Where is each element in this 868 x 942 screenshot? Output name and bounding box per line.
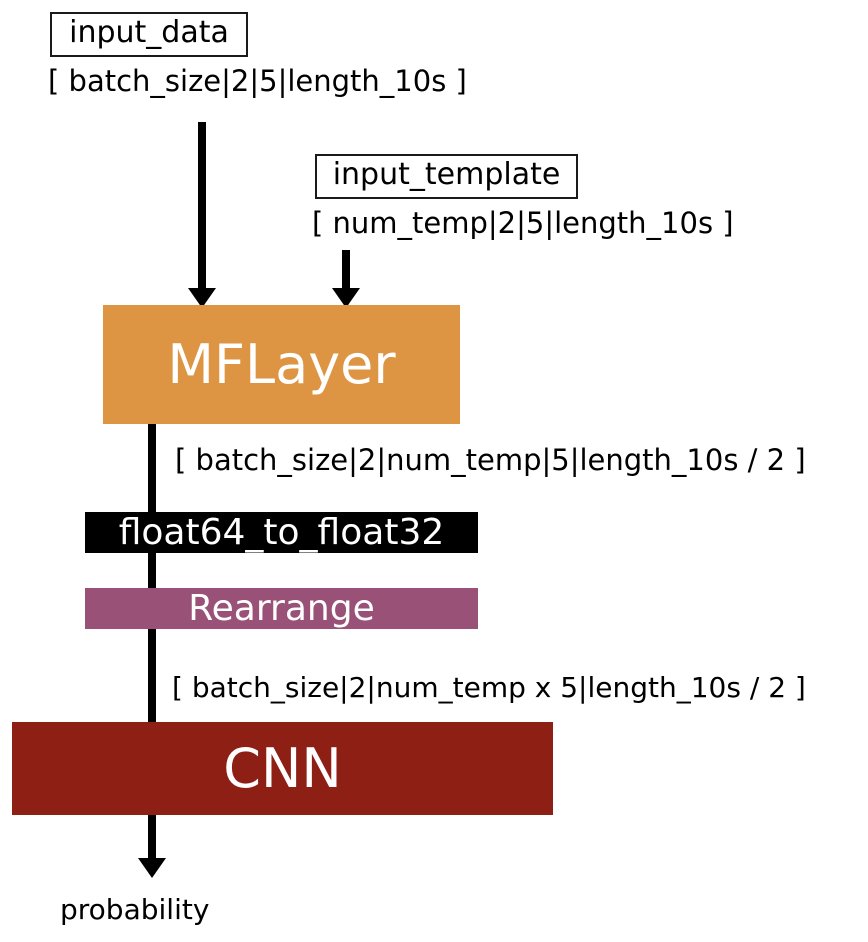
node-input-data[interactable]: input_data [50,12,248,57]
block-rearrange-label: Rearrange [188,588,375,629]
shape-input-data: [ batch_size|2|5|length_10s ] [48,64,467,98]
edge-cnn-to-probability-arrowhead [138,858,166,878]
node-input-template[interactable]: input_template [315,154,578,199]
block-float64-to-float32[interactable]: float64_to_float32 [85,512,478,553]
node-input-data-label: input_data [69,14,229,50]
block-rearrange[interactable]: Rearrange [85,588,478,629]
block-float64-to-float32-label: float64_to_float32 [118,512,445,553]
block-cnn-label: CNN [223,737,342,800]
edge-cast-to-rearrange-line [148,553,156,589]
edge-rearrange-to-cnn-line [148,629,156,723]
block-mflayer[interactable]: MFLayer [103,305,460,424]
node-probability-label: probability [60,893,210,926]
edge-mflayer-to-cast-line [148,424,156,514]
block-cnn[interactable]: CNN [12,722,553,815]
node-input-template-label: input_template [332,156,561,192]
shape-after-rearrange: [ batch_size|2|num_temp x 5|length_10s /… [172,671,806,704]
shape-after-mflayer: [ batch_size|2|num_temp|5|length_10s / 2… [175,443,806,477]
block-mflayer-label: MFLayer [167,333,396,396]
edge-cnn-to-probability-line [148,815,156,867]
shape-input-template: [ num_temp|2|5|length_10s ] [312,206,734,240]
edge-input-data-to-mflayer-line [198,122,206,292]
edge-input-template-to-mflayer-arrowhead [332,288,360,308]
edge-input-data-to-mflayer-arrowhead [188,288,216,308]
edge-input-template-to-mflayer-line [342,250,350,292]
